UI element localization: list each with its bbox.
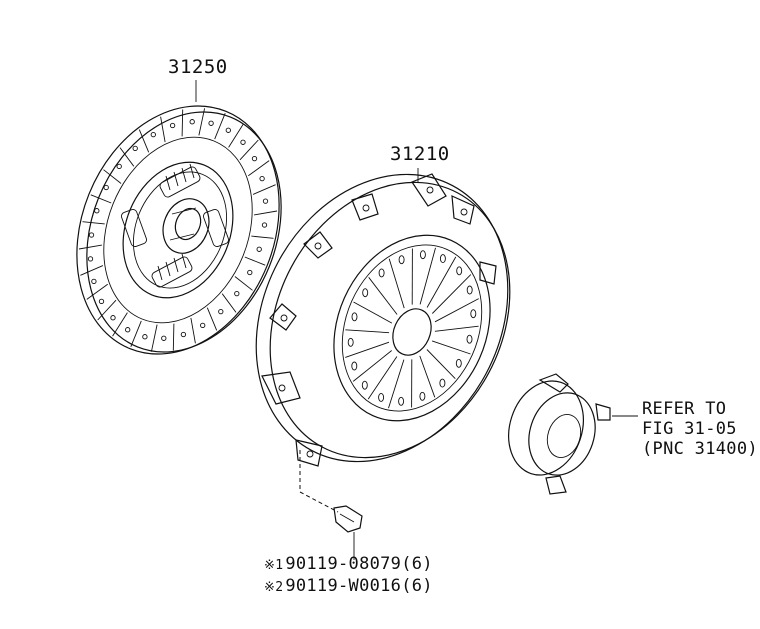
bolt-variant-2-part-number: 90119-W0016(6) [285, 576, 433, 596]
bolt-variant-1-part-number: 90119-08079(6) [285, 554, 433, 574]
release-bearing-drawing [508, 373, 638, 495]
release-bearing-note-line3: (PNC 31400) [642, 439, 758, 459]
bolt-drawing [299, 450, 363, 560]
release-bearing-note-line2: FIG 31-05 [642, 419, 737, 439]
clutch-cover-part-number[interactable]: 31210 [390, 143, 450, 165]
clutch-disc-part-number[interactable]: 31250 [168, 56, 228, 78]
bolt-variant-2-marker: ※2 [264, 580, 284, 595]
clutch-cover-drawing [255, 168, 511, 467]
bolt-variant-1-marker: ※1 [264, 558, 284, 573]
clutch-disc-drawing [76, 80, 282, 355]
release-bearing-note-line1: REFER TO [642, 399, 727, 419]
